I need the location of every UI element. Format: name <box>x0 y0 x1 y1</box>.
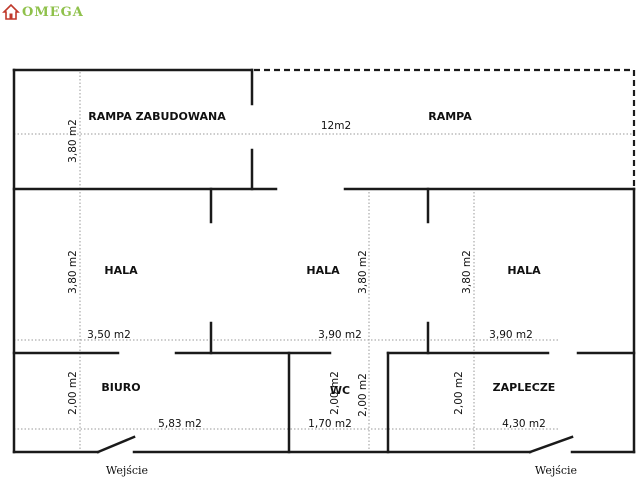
dimension-label-hala-3: 3,80 m2 <box>461 250 473 294</box>
entrance-label-right: Wejście <box>535 464 577 477</box>
room-label-wc: WC <box>330 384 350 397</box>
ramp-dashed-boundary <box>254 68 636 189</box>
entrance-label-left: Wejście <box>106 464 148 477</box>
company-logo: OMEGA <box>2 1 84 23</box>
room-label-rampa: RAMPA <box>428 110 472 123</box>
house-icon <box>2 3 20 20</box>
dimension-label-hala-1: 3,80 m2 <box>67 250 79 294</box>
area-label-zaplecze: 4,30 m2 <box>502 418 546 430</box>
dimension-label-rampa: 3,80 m2 <box>67 119 79 163</box>
room-label-hala-1: HALA <box>104 264 138 277</box>
logo-text: OMEGA <box>22 4 84 20</box>
room-label-hala-2: HALA <box>306 264 340 277</box>
dimension-label-biuro: 2,00 m2 <box>67 371 79 415</box>
area-label-rampa: 12m2 <box>321 120 351 132</box>
room-label-hala-3: HALA <box>507 264 541 277</box>
area-label-hala-3: 3,90 m2 <box>489 329 533 341</box>
room-label-biuro: BIURO <box>101 381 140 394</box>
dimension-label-zaplecze: 2,00 m2 <box>453 371 465 415</box>
area-label-biuro: 5,83 m2 <box>158 418 202 430</box>
guide-lines <box>14 72 634 452</box>
dimension-label-wc-right: 2,00 m2 <box>357 373 369 417</box>
room-label-zaplecze: ZAPLECZE <box>493 381 556 394</box>
area-label-hala-1: 3,50 m2 <box>87 329 131 341</box>
dimension-label-hala-2: 3,80 m2 <box>357 250 369 294</box>
dimension-label-wc: 2,00 m2 <box>329 371 341 415</box>
walls <box>12 68 636 454</box>
area-label-hala-2: 3,90 m2 <box>318 329 362 341</box>
area-label-wc: 1,70 m2 <box>308 418 352 430</box>
room-label-rampa-zabudowana: RAMPA ZABUDOWANA <box>88 110 226 123</box>
